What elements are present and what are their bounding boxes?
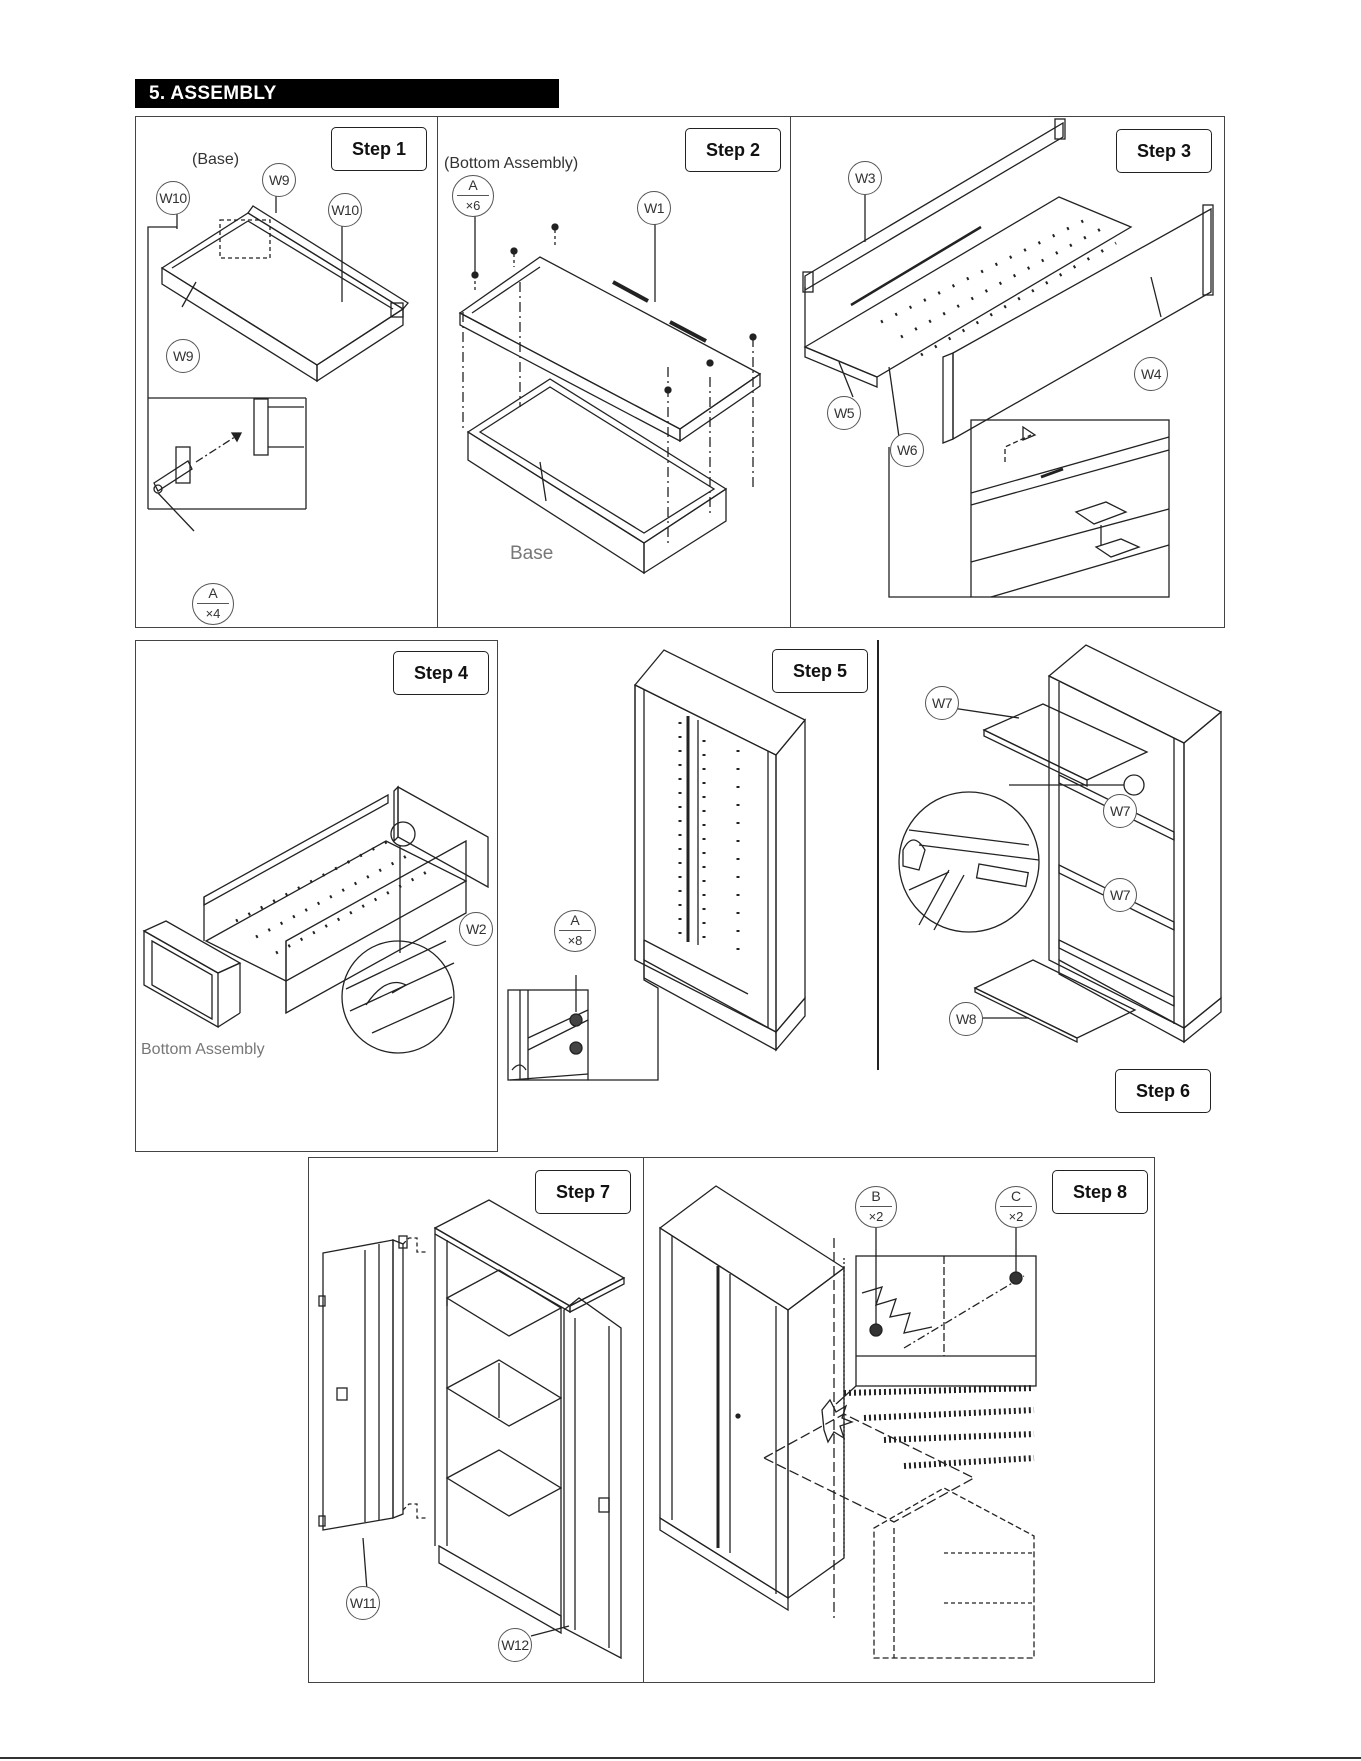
fastener-letter: A bbox=[559, 911, 591, 931]
fastener-quantity: ×2 bbox=[996, 1207, 1036, 1226]
step-6-panel: W7 W7 W7 W8 Step 6 bbox=[879, 640, 1225, 1120]
part-w3-callout: W3 bbox=[848, 161, 882, 195]
part-w10-callout: W10 bbox=[328, 193, 362, 227]
fastener-c-callout: C ×2 bbox=[995, 1186, 1037, 1228]
fastener-letter: B bbox=[860, 1187, 892, 1207]
step-4-label: Step 4 bbox=[393, 651, 489, 695]
step-8-label: Step 8 bbox=[1052, 1170, 1148, 1214]
part-w2-callout: W2 bbox=[459, 912, 493, 946]
fastener-quantity: ×6 bbox=[453, 196, 493, 215]
fastener-quantity: ×2 bbox=[856, 1207, 896, 1226]
step-5-panel: Step 5 A ×8 bbox=[498, 640, 878, 1094]
fastener-letter: A bbox=[457, 176, 489, 196]
part-w7-callout: W7 bbox=[1103, 794, 1137, 828]
part-w7-callout: W7 bbox=[925, 686, 959, 720]
section-title: 5. ASSEMBLY bbox=[135, 79, 559, 108]
step-7-label: Step 7 bbox=[535, 1170, 631, 1214]
fastener-a-callout: A ×8 bbox=[554, 910, 596, 952]
part-w10-callout: W10 bbox=[156, 181, 190, 215]
fastener-letter: A bbox=[197, 584, 229, 604]
step-4-caption: Bottom Assembly bbox=[141, 1041, 265, 1059]
step-1-caption: (Base) bbox=[192, 151, 239, 169]
step-2-panel: Step 2 (Bottom Assembly) Base W1 A ×6 bbox=[437, 116, 791, 628]
step-2-caption: (Bottom Assembly) bbox=[444, 155, 578, 173]
step-5-label: Step 5 bbox=[772, 649, 868, 693]
fastener-a-callout: A ×4 bbox=[192, 583, 234, 625]
step-2-base-caption: Base bbox=[510, 543, 553, 565]
step-3-panel: Step 3 W3 W4 W5 W6 bbox=[790, 116, 1225, 628]
part-w11-callout: W11 bbox=[346, 1586, 380, 1620]
page-bottom-rule bbox=[0, 1757, 1361, 1759]
part-w5-callout: W5 bbox=[827, 396, 861, 430]
part-w4-callout: W4 bbox=[1134, 357, 1168, 391]
part-w9-callout: W9 bbox=[166, 339, 200, 373]
fastener-b-callout: B ×2 bbox=[855, 1186, 897, 1228]
step-3-label: Step 3 bbox=[1116, 129, 1212, 173]
part-w7-callout: W7 bbox=[1103, 878, 1137, 912]
part-w1-callout: W1 bbox=[637, 191, 671, 225]
step-1-label: Step 1 bbox=[331, 127, 427, 171]
part-w8-callout: W8 bbox=[949, 1002, 983, 1036]
step-6-label: Step 6 bbox=[1115, 1069, 1211, 1113]
fastener-quantity: ×8 bbox=[555, 931, 595, 950]
part-w9-callout: W9 bbox=[262, 163, 296, 197]
step-2-label: Step 2 bbox=[685, 128, 781, 172]
step-8-panel: Step 8 B ×2 C ×2 bbox=[643, 1157, 1155, 1683]
step-4-panel: Step 4 Bottom Assembly W2 bbox=[135, 640, 498, 1152]
step-5-illustration bbox=[498, 640, 878, 1094]
step-4-illustration bbox=[136, 641, 499, 1153]
step-1-panel: Step 1 (Base) W10 W9 W10 W9 A ×4 bbox=[135, 116, 438, 628]
fastener-quantity: ×4 bbox=[193, 604, 233, 623]
part-w12-callout: W12 bbox=[498, 1628, 532, 1662]
fastener-letter: C bbox=[1000, 1187, 1032, 1207]
step-7-panel: Step 7 W11 W12 bbox=[308, 1157, 644, 1683]
step-8-illustration bbox=[644, 1158, 1156, 1684]
fastener-a-callout: A ×6 bbox=[452, 175, 494, 217]
part-w6-callout: W6 bbox=[890, 433, 924, 467]
